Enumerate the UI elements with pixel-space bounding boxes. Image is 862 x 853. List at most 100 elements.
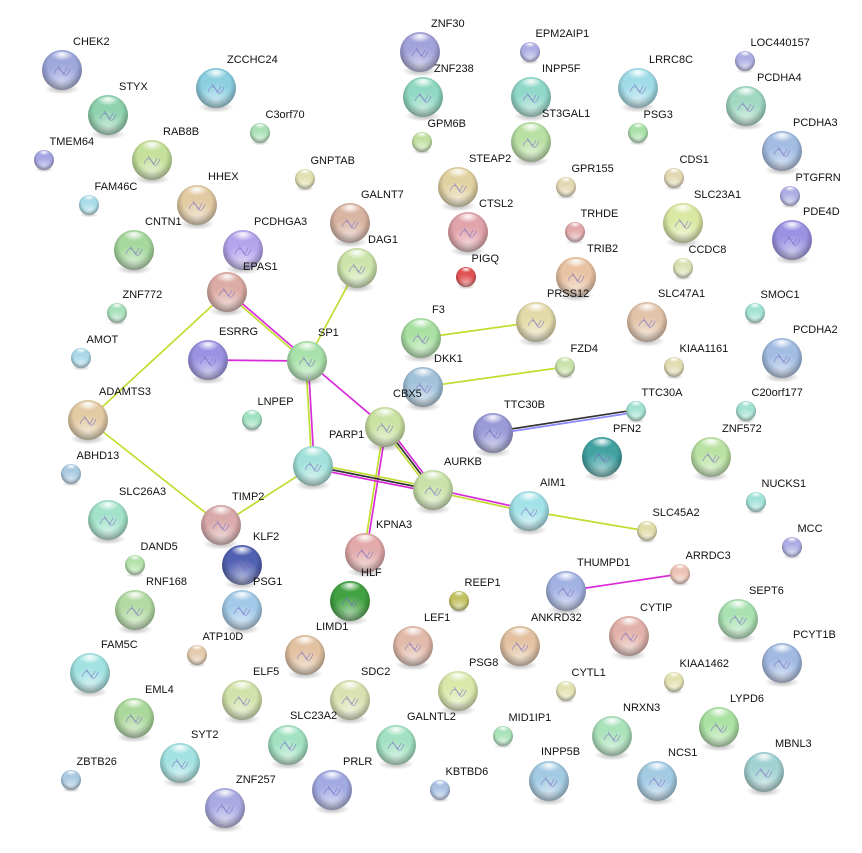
node-sp1[interactable]: [287, 341, 327, 386]
node-aurkb[interactable]: [413, 470, 453, 515]
node-hhex[interactable]: [177, 185, 217, 230]
node-smoc1[interactable]: [745, 303, 765, 326]
node-ttc30b[interactable]: [473, 413, 513, 458]
node-c3orf70[interactable]: [250, 123, 270, 146]
node-inpp5b[interactable]: [529, 761, 569, 806]
node-esrrg[interactable]: [188, 340, 228, 385]
node-ttc30a[interactable]: [626, 401, 646, 424]
node-dand5[interactable]: [125, 555, 145, 578]
node-pcdha4[interactable]: [726, 86, 766, 131]
node-adamts3[interactable]: [68, 400, 108, 445]
node-fam5c[interactable]: [70, 653, 110, 698]
node-dag1[interactable]: [337, 248, 377, 293]
node-fam46c[interactable]: [79, 195, 99, 218]
edge-parp1-aurkb[interactable]: [312, 462, 434, 494]
node-slc26a3[interactable]: [88, 500, 128, 545]
node-galntl2[interactable]: [376, 725, 416, 770]
node-znf572[interactable]: [691, 437, 731, 482]
node-slc23a1[interactable]: [663, 203, 703, 248]
node-epm2aip1[interactable]: [520, 42, 540, 65]
node-ncs1[interactable]: [637, 761, 677, 806]
node-mcc[interactable]: [782, 537, 802, 560]
edge-timp2-adamts3[interactable]: [87, 419, 222, 526]
node-zbtb26[interactable]: [61, 770, 81, 793]
node-cds1[interactable]: [664, 168, 684, 191]
node-sept6[interactable]: [718, 599, 758, 644]
node-slc23a2[interactable]: [268, 725, 308, 770]
node-pcyt1b[interactable]: [762, 643, 802, 688]
node-lef1[interactable]: [393, 626, 433, 671]
node-gpm6b[interactable]: [412, 132, 432, 155]
node-ccdc8[interactable]: [673, 258, 693, 281]
node-prss12[interactable]: [516, 302, 556, 347]
node-znf772[interactable]: [107, 303, 127, 326]
node-lrrc8c[interactable]: [618, 68, 658, 113]
node-aim1[interactable]: [509, 491, 549, 536]
node-psg3[interactable]: [628, 123, 648, 146]
node-tmem64[interactable]: [34, 150, 54, 173]
node-gnptab[interactable]: [295, 169, 315, 192]
node-c20orf177[interactable]: [736, 401, 756, 424]
node-kiaa1161[interactable]: [664, 357, 684, 380]
node-steap2[interactable]: [438, 167, 478, 212]
node-znf257[interactable]: [205, 788, 245, 833]
node-f3[interactable]: [401, 318, 441, 363]
node-kiaa1462[interactable]: [664, 672, 684, 695]
node-rnf168[interactable]: [115, 590, 155, 635]
node-eml4[interactable]: [114, 698, 154, 743]
node-loc440157[interactable]: [735, 51, 755, 74]
node-ptgfrn[interactable]: [780, 186, 800, 209]
node-cbx5[interactable]: [365, 407, 405, 452]
node-lnpep[interactable]: [242, 410, 262, 433]
node-pde4d[interactable]: [772, 220, 812, 265]
node-cntn1[interactable]: [114, 230, 154, 275]
node-trhde[interactable]: [565, 222, 585, 245]
node-slc47a1[interactable]: [627, 302, 667, 347]
node-zcchc24[interactable]: [196, 68, 236, 113]
node-lypd6[interactable]: [699, 707, 739, 752]
node-inpp5f[interactable]: [511, 77, 551, 122]
node-gpr155[interactable]: [556, 177, 576, 200]
node-klf2[interactable]: [222, 545, 262, 590]
node-pcdha2[interactable]: [762, 338, 802, 383]
node-elf5[interactable]: [222, 680, 262, 725]
node-nucks1[interactable]: [746, 492, 766, 515]
node-abhd13[interactable]: [61, 464, 81, 487]
node-pcdha3[interactable]: [762, 131, 802, 176]
node-nrxn3[interactable]: [592, 716, 632, 761]
node-reep1[interactable]: [449, 591, 469, 614]
node-timp2[interactable]: [201, 505, 241, 550]
node-kbtbd6[interactable]: [430, 780, 450, 803]
edge-ttc30b-ttc30a[interactable]: [492, 408, 637, 436]
node-prlr[interactable]: [312, 770, 352, 815]
node-amot[interactable]: [71, 348, 91, 371]
node-dkk1[interactable]: [403, 367, 443, 412]
edge-dkk1-fzd4[interactable]: [422, 366, 566, 388]
node-atp10d[interactable]: [187, 645, 207, 668]
node-mid1ip1[interactable]: [493, 726, 513, 749]
node-styx[interactable]: [88, 95, 128, 140]
node-slc45a2[interactable]: [637, 521, 657, 544]
node-pfn2[interactable]: [582, 437, 622, 482]
node-st3gal1[interactable]: [511, 122, 551, 167]
node-fzd4[interactable]: [555, 357, 575, 380]
node-kpna3[interactable]: [345, 533, 385, 578]
node-limd1[interactable]: [285, 635, 325, 680]
node-chek2[interactable]: [42, 50, 82, 95]
node-epas1[interactable]: [207, 272, 247, 317]
node-cytip[interactable]: [609, 616, 649, 661]
node-sdc2[interactable]: [330, 680, 370, 725]
node-syt2[interactable]: [160, 743, 200, 788]
node-rab8b[interactable]: [132, 140, 172, 185]
node-pcdhga3[interactable]: [223, 230, 263, 275]
node-psg1[interactable]: [222, 590, 262, 635]
node-znf238[interactable]: [403, 77, 443, 122]
node-pigq[interactable]: [456, 267, 476, 290]
node-psg8[interactable]: [438, 671, 478, 716]
node-cytl1[interactable]: [556, 681, 576, 704]
node-galnt7[interactable]: [330, 203, 370, 248]
edge-epas1-adamts3[interactable]: [87, 291, 228, 421]
node-parp1[interactable]: [293, 446, 333, 491]
node-ctsl2[interactable]: [448, 212, 488, 257]
node-mbnl3[interactable]: [744, 752, 784, 797]
